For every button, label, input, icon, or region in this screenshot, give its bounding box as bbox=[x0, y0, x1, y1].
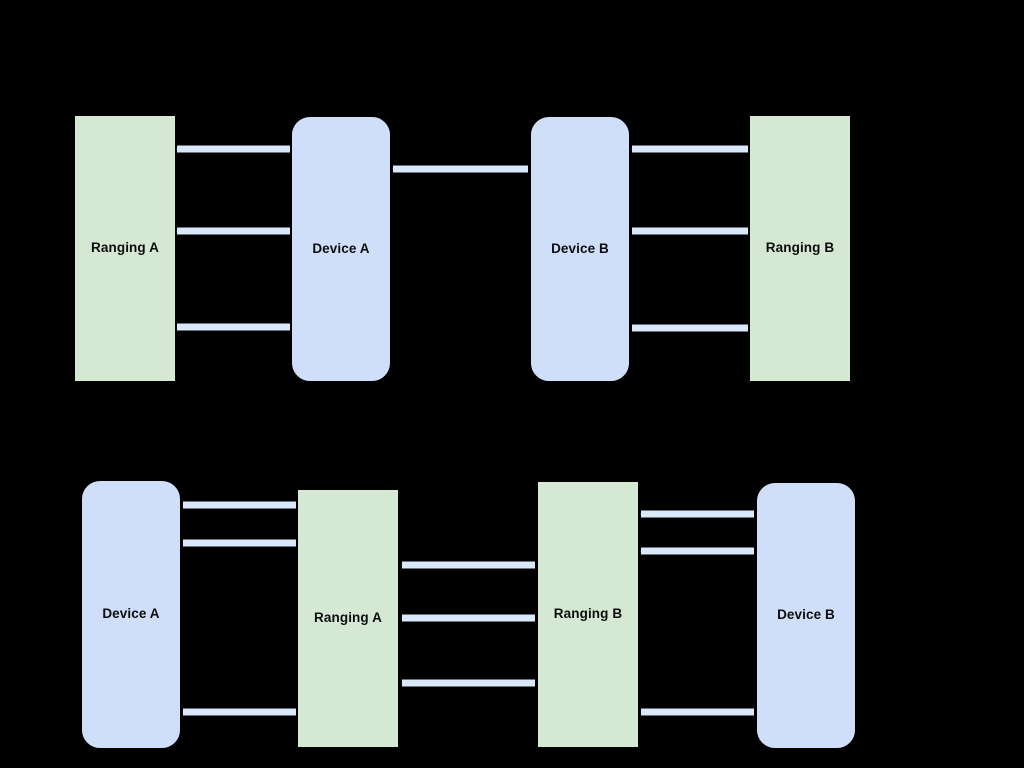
node-bot-device-a[interactable]: Device A bbox=[82, 481, 180, 748]
node-label: Ranging B bbox=[553, 606, 623, 622]
node-label: Ranging A bbox=[91, 240, 159, 256]
node-label: Device A bbox=[312, 240, 370, 256]
node-label: Ranging B bbox=[765, 240, 835, 256]
node-label: Device B bbox=[777, 607, 835, 623]
node-top-device-b[interactable]: Device B bbox=[531, 117, 629, 381]
node-label: Device B bbox=[551, 240, 609, 256]
node-bot-device-b[interactable]: Device B bbox=[757, 483, 855, 748]
node-top-ranging-b[interactable]: Ranging B bbox=[750, 116, 850, 381]
node-top-device-a[interactable]: Device A bbox=[292, 117, 390, 381]
node-label: Ranging A bbox=[314, 610, 382, 626]
node-bot-ranging-a[interactable]: Ranging A bbox=[298, 490, 398, 747]
node-bot-ranging-b[interactable]: Ranging B bbox=[538, 482, 638, 747]
node-label: Device A bbox=[102, 606, 160, 622]
node-top-ranging-a[interactable]: Ranging A bbox=[75, 116, 175, 381]
